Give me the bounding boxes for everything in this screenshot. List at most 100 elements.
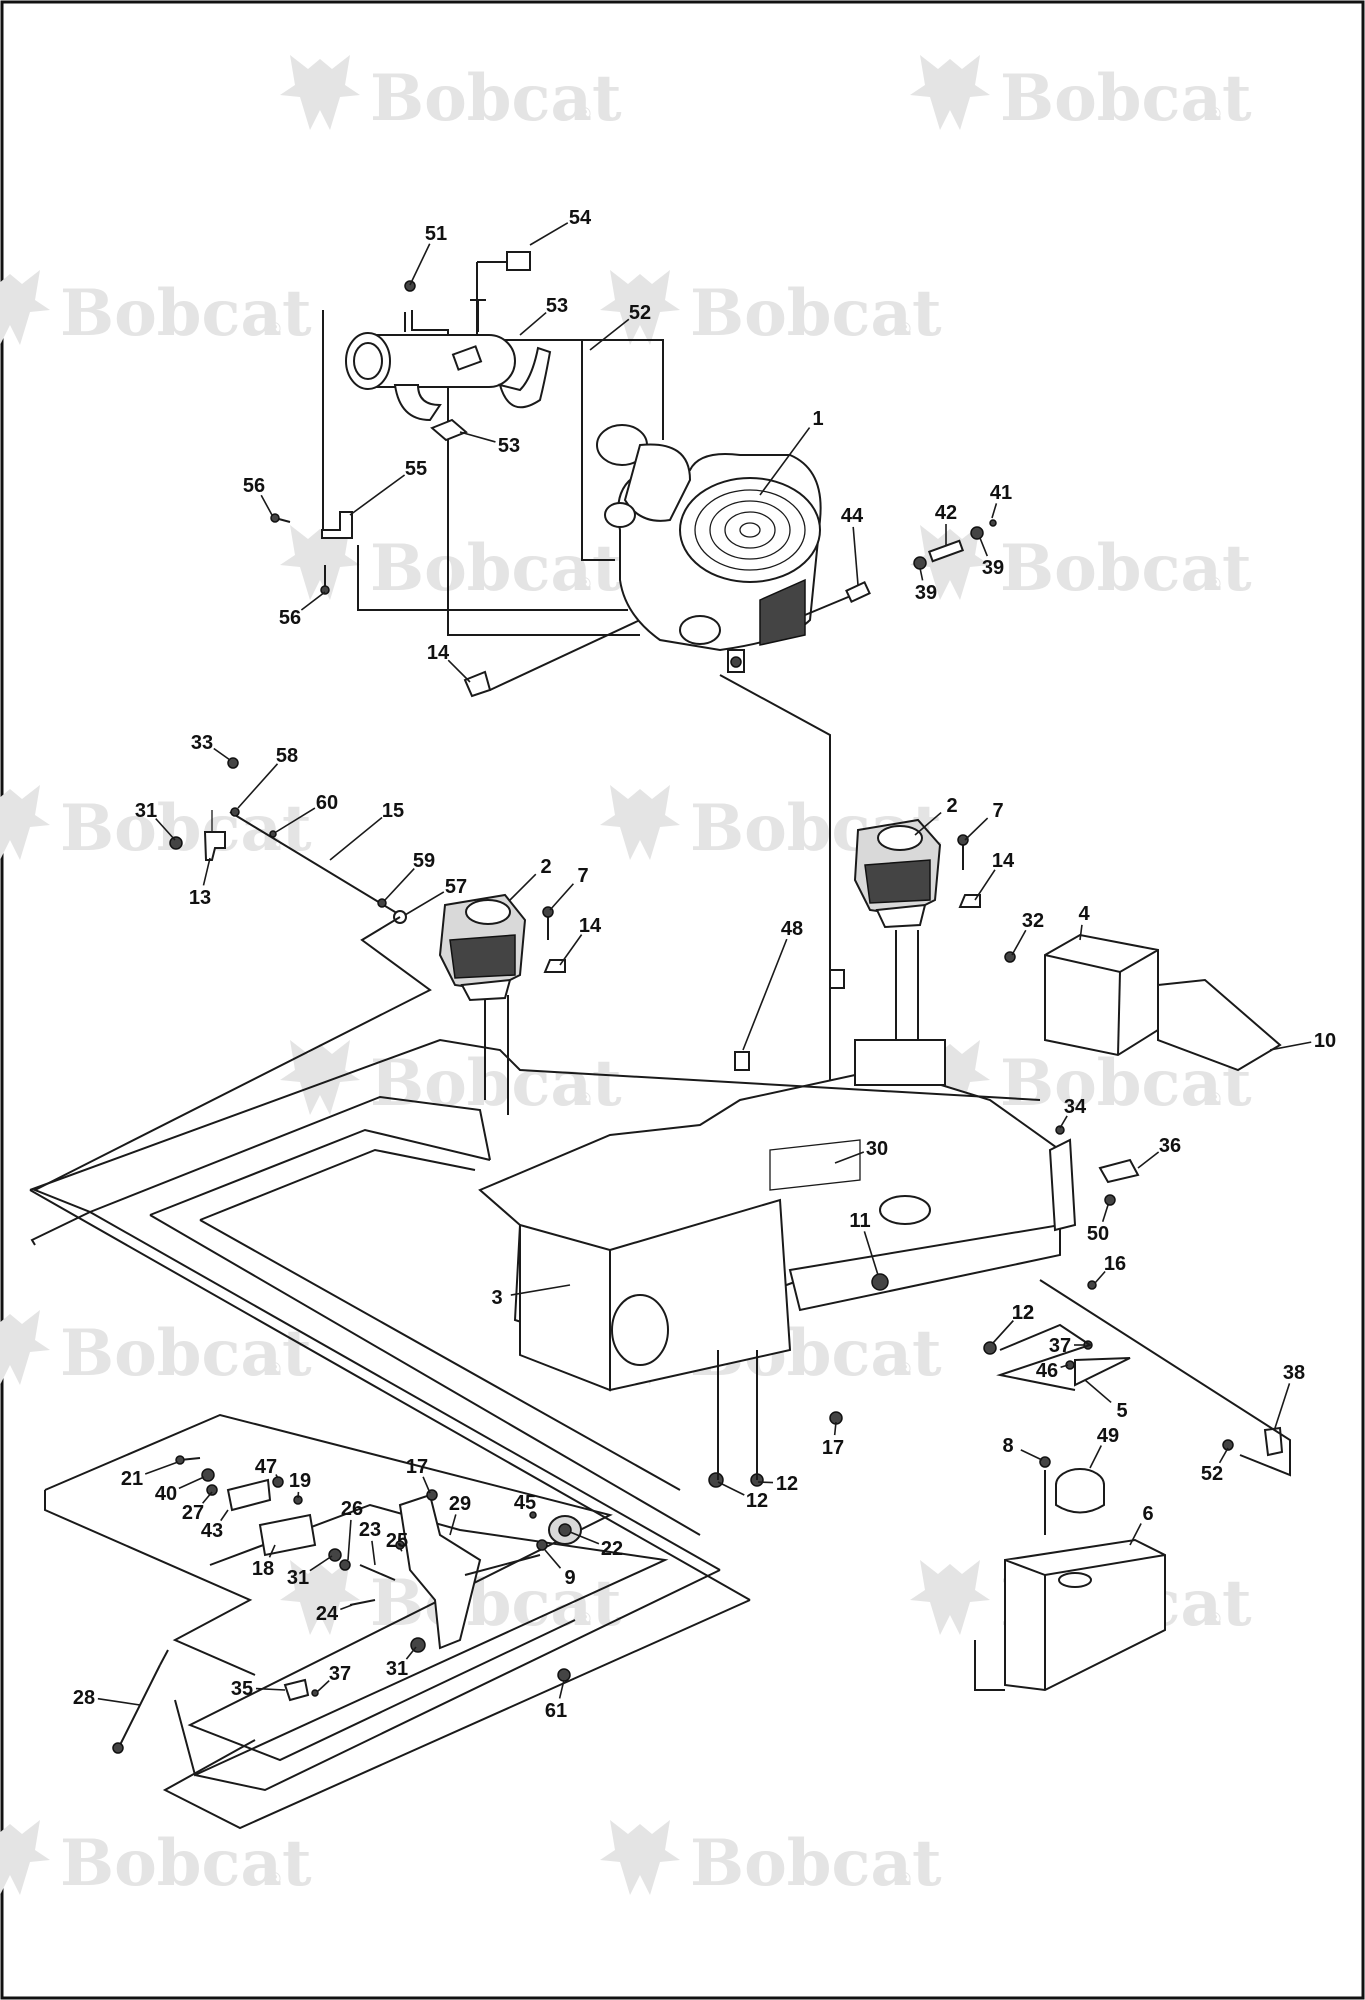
washer-47 bbox=[272, 1476, 284, 1488]
callout: 53 bbox=[459, 431, 520, 457]
callout-leader-line bbox=[405, 1646, 417, 1660]
callout-leader-line bbox=[316, 1680, 330, 1693]
callout: 12 bbox=[717, 1481, 768, 1512]
callout-number: 54 bbox=[569, 207, 592, 229]
callout-leader-line bbox=[1020, 1449, 1043, 1461]
callout-number: 3 bbox=[491, 1287, 502, 1309]
air-intake bbox=[604, 502, 636, 528]
bellcrank-13 bbox=[203, 831, 226, 861]
callout-leader-line bbox=[371, 1540, 376, 1566]
callout-leader-line bbox=[717, 1481, 745, 1496]
watermark-reg-mark: ® bbox=[1205, 104, 1223, 125]
callout-number: 23 bbox=[359, 1519, 381, 1541]
callout: 52 bbox=[1201, 1447, 1229, 1485]
flywheel-ring-2 bbox=[709, 500, 791, 560]
callout-leader-line bbox=[1011, 929, 1027, 956]
watermark-reg-mark: ® bbox=[1205, 1609, 1223, 1630]
callout-number: 36 bbox=[1159, 1135, 1181, 1157]
callout-leader-line bbox=[202, 1491, 213, 1504]
spacer-42 bbox=[927, 539, 965, 563]
bolt-head-7-right bbox=[957, 834, 969, 846]
watermark-reg-mark: ® bbox=[575, 574, 593, 595]
muffler-pipe-right bbox=[498, 346, 552, 409]
callout: 60 bbox=[275, 792, 338, 833]
callout-leader-line bbox=[549, 883, 574, 911]
callout-leader-line bbox=[300, 591, 326, 611]
callout-leader-line bbox=[384, 868, 415, 901]
callout: 21 bbox=[121, 1461, 179, 1490]
washer-39-left bbox=[913, 556, 927, 570]
washer-39-right bbox=[970, 526, 984, 540]
callout: 31 bbox=[386, 1646, 417, 1680]
watermark-text: Bobcat bbox=[690, 1826, 942, 1901]
watermark-logo-icon bbox=[0, 1310, 50, 1385]
watermark: Bobcat® bbox=[280, 1040, 622, 1121]
callout: 31 bbox=[135, 800, 176, 841]
callout-leader-line bbox=[329, 816, 383, 861]
callout: 11 bbox=[849, 1210, 879, 1276]
flywheel-ring-4 bbox=[739, 522, 761, 538]
watermark-reg-mark: ® bbox=[1205, 574, 1223, 595]
callout-number: 16 bbox=[1104, 1253, 1126, 1275]
shaft-9 bbox=[464, 1554, 541, 1576]
callout: 45 bbox=[514, 1492, 536, 1514]
callout: 2 bbox=[914, 795, 958, 836]
watermark: Bobcat® bbox=[0, 785, 312, 866]
loop-4 bbox=[199, 1148, 476, 1221]
callout-number: 60 bbox=[316, 792, 338, 814]
loop-2-long bbox=[89, 1211, 721, 1571]
loop-3 bbox=[149, 1128, 491, 1216]
clamp-14-line bbox=[489, 619, 641, 691]
callout-leader-line bbox=[757, 1481, 774, 1484]
bolt-41 bbox=[989, 519, 997, 527]
gasket-53 bbox=[430, 418, 468, 442]
callout: 25 bbox=[386, 1530, 408, 1552]
callout-leader-line bbox=[399, 1547, 403, 1552]
callout: 37 bbox=[1049, 1335, 1085, 1357]
flywheel-ring-3 bbox=[724, 511, 776, 549]
callout-number: 41 bbox=[990, 482, 1012, 504]
bracket-36 bbox=[1098, 1158, 1140, 1184]
callout: 17 bbox=[822, 1421, 844, 1459]
callout-number: 50 bbox=[1087, 1223, 1109, 1245]
callout-number: 12 bbox=[776, 1473, 798, 1495]
frame-right-rail bbox=[788, 1223, 1061, 1312]
callout-leader-line bbox=[268, 1544, 276, 1558]
callout: 14 bbox=[559, 915, 602, 966]
muffler-mid-line bbox=[411, 310, 640, 636]
callout: 29 bbox=[449, 1493, 471, 1536]
callout-number: 35 bbox=[231, 1678, 253, 1700]
callout: 57 bbox=[404, 876, 467, 916]
callout: 13 bbox=[189, 857, 211, 909]
callout-number: 13 bbox=[189, 887, 211, 909]
callout: 47 bbox=[255, 1456, 279, 1479]
callout-leader-line bbox=[569, 1531, 600, 1545]
bolt-head-56-lower bbox=[320, 585, 330, 595]
callout: 33 bbox=[191, 732, 231, 761]
callout-number: 56 bbox=[243, 475, 265, 497]
callout-leader-line bbox=[914, 811, 942, 836]
watermark-reg-mark: ® bbox=[265, 1359, 283, 1380]
callout-leader-line bbox=[349, 474, 406, 516]
callout-leader-line bbox=[459, 431, 496, 443]
callout-number: 58 bbox=[276, 745, 298, 767]
callout-leader-line bbox=[202, 857, 211, 886]
engine bbox=[596, 424, 997, 1165]
callout: 39 bbox=[979, 537, 1004, 579]
fitting-44 bbox=[845, 581, 871, 603]
callout-leader-line bbox=[1269, 1041, 1312, 1051]
frame-rear-leg bbox=[1048, 1138, 1077, 1232]
nut-61 bbox=[557, 1668, 571, 1682]
callout-number: 28 bbox=[73, 1687, 95, 1709]
callout: 50 bbox=[1087, 1204, 1109, 1245]
callout-number: 9 bbox=[564, 1567, 575, 1589]
watermark-reg-mark: ® bbox=[895, 1869, 913, 1890]
callout: 7 bbox=[964, 800, 1004, 841]
callout: 24 bbox=[316, 1603, 353, 1625]
plate-5 bbox=[1074, 1357, 1131, 1387]
bolt-16 bbox=[1087, 1280, 1097, 1290]
bolt-8 bbox=[1039, 1456, 1051, 1468]
watermark-text: Bobcat bbox=[60, 1826, 312, 1901]
callout-number: 37 bbox=[329, 1663, 351, 1685]
battery-cover-10 bbox=[1157, 978, 1282, 1072]
